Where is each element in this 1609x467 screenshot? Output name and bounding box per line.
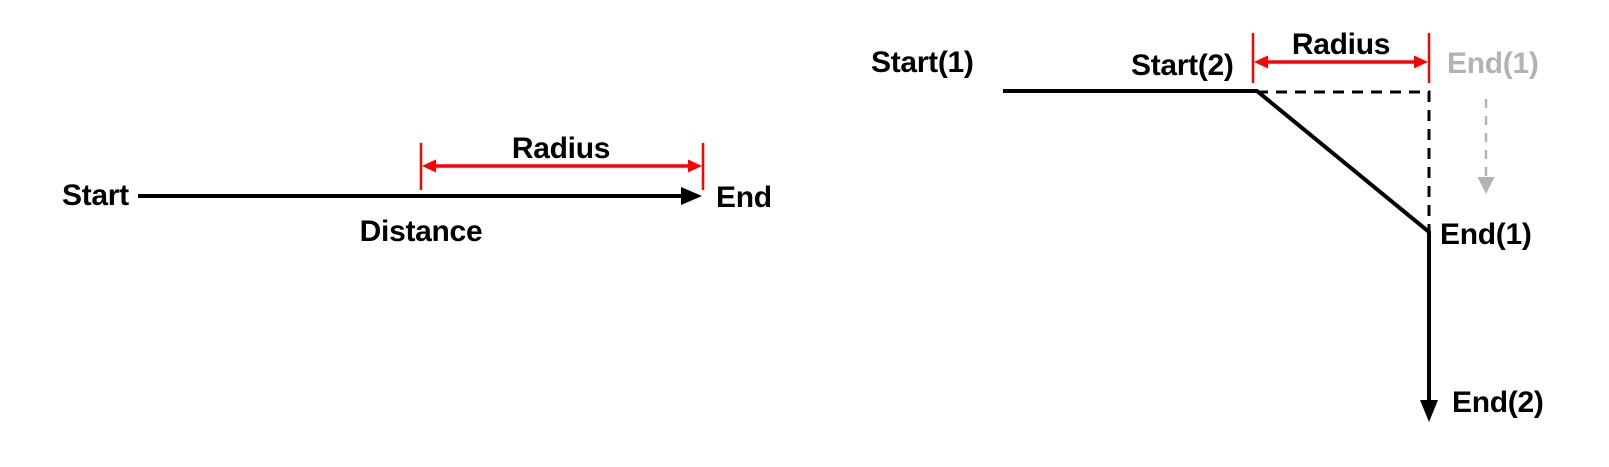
end-label: End — [716, 181, 772, 214]
start1-label: Start(1) — [871, 46, 974, 79]
radius-arrowhead-right-icon — [1414, 55, 1428, 69]
radius-arrowhead-left-icon — [422, 159, 436, 173]
end1-label: End(1) — [1440, 218, 1532, 251]
smoothed-route-line — [1003, 89, 1431, 402]
start-label: Start — [62, 179, 129, 212]
original-corner-dashed-line — [1257, 90, 1431, 232]
start2-label: Start(2) — [1131, 49, 1234, 82]
straight-path-figure — [138, 143, 705, 205]
route-arrowhead-down-icon — [1420, 400, 1438, 422]
radius-arrowhead-left-icon — [1254, 55, 1268, 69]
path-arrowhead-icon — [681, 187, 702, 205]
end2-label: End(2) — [1452, 386, 1544, 419]
ghost-arrowhead-down-icon — [1477, 177, 1495, 194]
radius-label: Radius — [511, 132, 611, 165]
smoothed-path-figure — [1003, 33, 1495, 422]
distance-label: Distance — [359, 215, 483, 248]
radius-label: Radius — [1291, 28, 1391, 61]
radius-arrowhead-right-icon — [688, 159, 702, 173]
ghost-end1-label: End(1) — [1447, 47, 1539, 80]
